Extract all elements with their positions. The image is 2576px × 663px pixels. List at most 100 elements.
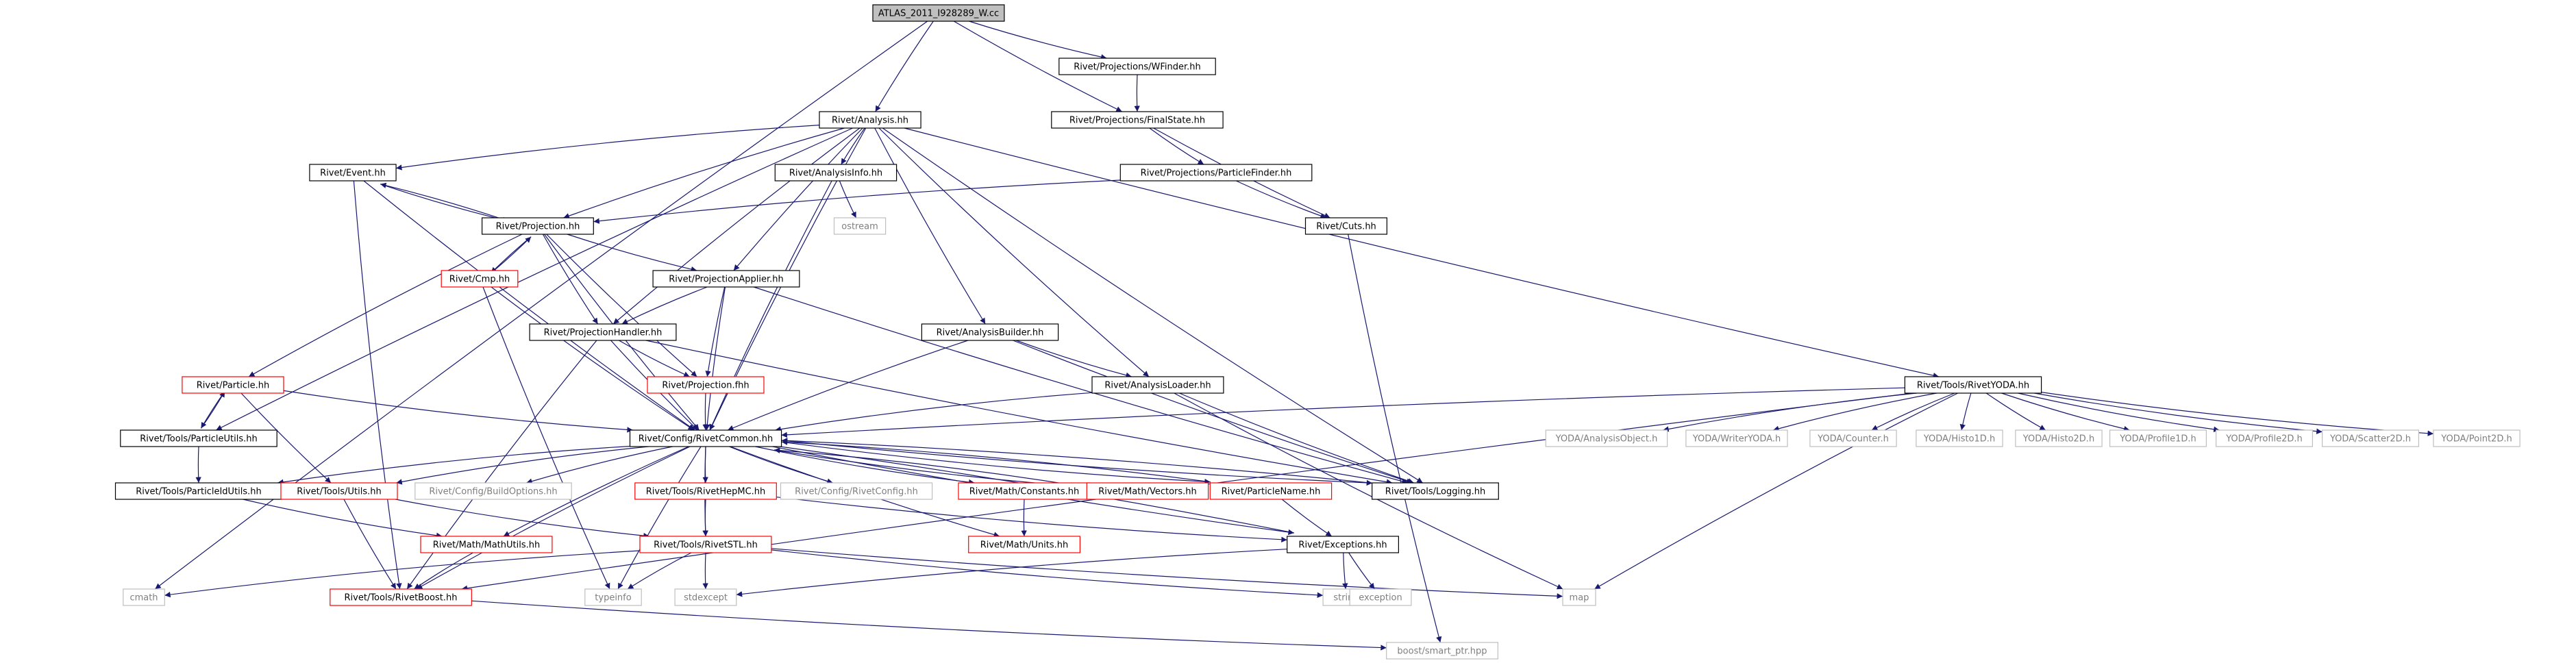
node-label-yoda_h2: YODA/Histo2D.h <box>2022 434 2094 445</box>
node-box-typeinfo <box>584 588 642 606</box>
edge-projection-to-event <box>380 182 509 222</box>
node-label-cuts: Rivet/Cuts.hh <box>1316 222 1376 232</box>
node-yoda_s2[interactable]: YODA/Scatter2D.h <box>2322 429 2420 447</box>
node-rivetstl[interactable]: Rivet/Tools/RivetSTL.hh <box>639 536 772 553</box>
node-box-projhandler <box>529 323 677 341</box>
node-mathutils[interactable]: Rivet/Math/MathUtils.hh <box>420 536 553 553</box>
node-yoda_h1[interactable]: YODA/Histo1D.h <box>1916 429 2003 447</box>
node-cmp[interactable]: Rivet/Cmp.hh <box>441 270 519 288</box>
edge-rivetyoda-to-yoda_writer <box>1772 392 1937 431</box>
node-projection[interactable]: Rivet/Projection.hh <box>481 217 594 235</box>
node-analysis[interactable]: Rivet/Analysis.hh <box>819 111 921 129</box>
node-map[interactable]: map <box>1562 588 1596 606</box>
edge-rivetyoda-to-yoda_ao <box>1663 392 1917 432</box>
node-typeinfo[interactable]: typeinfo <box>584 588 642 606</box>
edge-event-to-rivetboost <box>353 180 402 590</box>
edge-projection-to-projectionfhh <box>546 234 697 377</box>
node-label-projectionfhh: Rivet/Projection.fhh <box>662 381 749 391</box>
node-box-buildoptions <box>414 482 572 500</box>
node-box-finalstate <box>1051 111 1224 129</box>
node-wfinder[interactable]: Rivet/Projections/WFinder.hh <box>1058 58 1216 75</box>
edge-rivetcommon-to-rivetboost <box>416 446 691 590</box>
node-projectionfhh[interactable]: Rivet/Projection.fhh <box>647 376 765 394</box>
node-exceptions[interactable]: Rivet/Exceptions.hh <box>1287 536 1399 553</box>
node-label-vectors: Rivet/Math/Vectors.hh <box>1098 487 1197 497</box>
edge-projapplier-to-logging <box>753 286 1409 484</box>
node-yoda_writer[interactable]: YODA/WriterYODA.h <box>1685 429 1788 447</box>
node-ostream[interactable]: ostream <box>833 217 887 235</box>
edge-rivetcommon-to-mathutils <box>503 446 689 537</box>
node-analysisbuilder[interactable]: Rivet/AnalysisBuilder.hh <box>921 323 1059 341</box>
node-event[interactable]: Rivet/Event.hh <box>309 164 397 182</box>
node-label-analysisbuilder: Rivet/AnalysisBuilder.hh <box>937 328 1044 338</box>
node-stdexcept[interactable]: stdexcept <box>674 588 737 606</box>
edge-rivetyoda-to-yoda_counter <box>1871 392 1955 431</box>
node-particlefinder[interactable]: Rivet/Projections/ParticleFinder.hh <box>1119 164 1313 182</box>
edge-analysis-to-analysisinfo <box>841 127 865 165</box>
node-particleutils[interactable]: Rivet/Tools/ParticleUtils.hh <box>120 429 277 447</box>
node-yoda_p1[interactable]: YODA/Profile1D.h <box>2109 429 2207 447</box>
node-hepmc[interactable]: Rivet/Tools/RivetHepMC.hh <box>634 482 777 500</box>
node-rivetyoda[interactable]: Rivet/Tools/RivetYODA.hh <box>1904 376 2042 394</box>
node-smartptr[interactable]: boost/smart_ptr.hpp <box>1386 642 1498 660</box>
node-constants[interactable]: Rivet/Math/Constants.hh <box>958 482 1091 500</box>
edge-analysisbuilder-to-analysisloader <box>1015 340 1132 378</box>
node-box-rivetstl <box>639 536 772 553</box>
node-finalstate[interactable]: Rivet/Projections/FinalState.hh <box>1051 111 1224 129</box>
node-exception[interactable]: exception <box>1349 588 1412 606</box>
edge-analysis-to-particleutils <box>216 127 853 431</box>
node-label-stdexcept: stdexcept <box>684 593 728 603</box>
edge-exceptions-to-stdexcept <box>736 549 1287 597</box>
edge-analysis-to-event <box>396 125 820 171</box>
node-label-exceptions: Rivet/Exceptions.hh <box>1298 540 1387 551</box>
node-logging[interactable]: Rivet/Tools/Logging.hh <box>1372 482 1499 500</box>
node-box-yoda_counter <box>1809 429 1897 447</box>
node-rivetcommon[interactable]: Rivet/Config/RivetCommon.hh <box>629 429 782 447</box>
node-box-projapplier <box>652 270 800 288</box>
node-label-utils: Rivet/Tools/Utils.hh <box>297 487 381 497</box>
node-box-cmp <box>441 270 519 288</box>
edge-rivetcommon-to-constants <box>755 446 975 486</box>
node-particle[interactable]: Rivet/Particle.hh <box>182 376 284 394</box>
node-particlename[interactable]: Rivet/ParticleName.hh <box>1209 482 1333 500</box>
node-particleidutils[interactable]: Rivet/Tools/ParticleIdUtils.hh <box>114 482 283 500</box>
node-analysisloader[interactable]: Rivet/AnalysisLoader.hh <box>1091 376 1224 394</box>
edge-projhandler-to-logging <box>645 340 1393 485</box>
edge-rivetstl-to-cmath <box>164 550 641 598</box>
edge-rivetcommon-to-particleidutils <box>277 445 630 485</box>
node-label-yoda_pt: YODA/Point2D.h <box>2440 434 2512 445</box>
node-cmath[interactable]: cmath <box>123 588 165 606</box>
node-rivetconfig[interactable]: Rivet/Config/RivetConfig.hh <box>780 482 933 500</box>
node-yoda_counter[interactable]: YODA/Counter.h <box>1809 429 1897 447</box>
node-projhandler[interactable]: Rivet/ProjectionHandler.hh <box>529 323 677 341</box>
node-yoda_p2[interactable]: YODA/Profile2D.h <box>2216 429 2314 447</box>
node-label-particlefinder: Rivet/Projections/ParticleFinder.hh <box>1141 168 1292 179</box>
node-yoda_ao[interactable]: YODA/AnalysisObject.h <box>1545 429 1668 447</box>
edge-analysisloader-to-map <box>1174 392 1563 590</box>
node-box-mathutils <box>420 536 553 553</box>
edge-rivetstl-to-string <box>771 549 1324 598</box>
edge-projapplier-to-projhandler <box>621 286 708 325</box>
node-label-smartptr: boost/smart_ptr.hpp <box>1397 647 1487 657</box>
node-utils[interactable]: Rivet/Tools/Utils.hh <box>280 482 398 500</box>
edge-particleutils-to-particleidutils <box>195 446 201 484</box>
edge-cmp-to-typeinfo <box>482 286 610 590</box>
edge-analysisbuilder-to-rivetcommon <box>727 340 969 431</box>
node-yoda_h2[interactable]: YODA/Histo2D.h <box>2015 429 2103 447</box>
edge-mathutils-to-rivetboost <box>414 552 473 590</box>
node-rivetboost[interactable]: Rivet/Tools/RivetBoost.hh <box>330 588 472 606</box>
edge-rivetcommon-to-typeinfo <box>617 446 702 590</box>
node-yoda_pt[interactable]: YODA/Point2D.h <box>2433 429 2521 447</box>
node-label-analysisinfo: Rivet/AnalysisInfo.hh <box>789 168 882 179</box>
node-analysisinfo[interactable]: Rivet/AnalysisInfo.hh <box>774 164 897 182</box>
node-label-constants: Rivet/Math/Constants.hh <box>969 487 1080 497</box>
node-cuts[interactable]: Rivet/Cuts.hh <box>1304 217 1388 235</box>
node-box-yoda_h1 <box>1916 429 2003 447</box>
node-units[interactable]: Rivet/Math/Units.hh <box>968 536 1080 553</box>
node-buildoptions[interactable]: Rivet/Config/BuildOptions.hh <box>414 482 572 500</box>
node-label-yoda_counter: YODA/Counter.h <box>1817 434 1889 445</box>
node-projapplier[interactable]: Rivet/ProjectionApplier.hh <box>652 270 800 288</box>
node-vectors[interactable]: Rivet/Math/Vectors.hh <box>1086 482 1209 500</box>
edge-analysisinfo-to-rivetcommon <box>709 180 832 431</box>
